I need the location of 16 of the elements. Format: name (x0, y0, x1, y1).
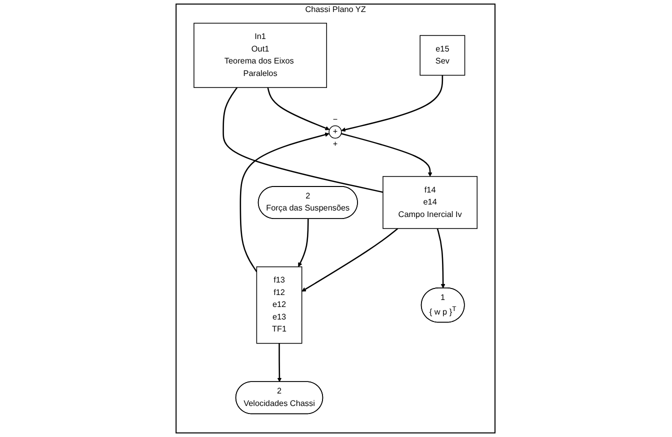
node-box: f13 f12 e12 e13 TF1 (256, 266, 303, 344)
node-box: f14 e14 Campo Inercial Iv (383, 176, 478, 229)
node-box: In1 Out1 Teorema dos Eixos Paralelos (194, 22, 328, 88)
node-circle: + (329, 125, 342, 139)
node-label: + (333, 140, 338, 148)
arrow (278, 343, 282, 382)
arrow (298, 218, 310, 267)
arrow (342, 132, 433, 177)
arrow (302, 228, 399, 292)
node-box: e15 Sev (420, 35, 466, 76)
arrow (268, 87, 330, 130)
node-label: − (333, 115, 338, 124)
connector (223, 87, 384, 193)
arrow (437, 228, 446, 288)
arrow (240, 132, 330, 272)
arrow (342, 75, 444, 132)
